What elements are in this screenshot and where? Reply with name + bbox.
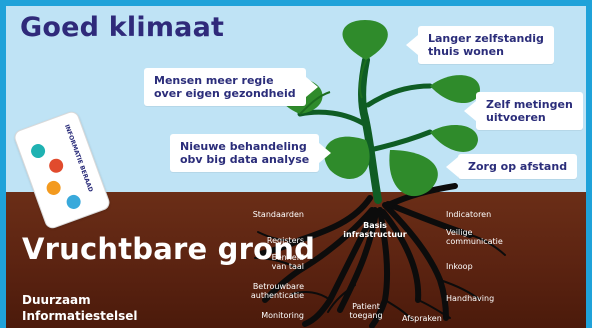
- label-betrouwbare-line2: authenticatie: [250, 291, 304, 300]
- bubble-metingen: Zelf metingen uitvoeren: [476, 92, 583, 130]
- label-inkoop: Inkoop: [446, 262, 473, 271]
- vruchtbare-grond-title: Vruchtbare grond: [22, 232, 316, 266]
- label-registers: Registers: [266, 236, 304, 245]
- label-patient-line1: Patient: [352, 302, 380, 311]
- card-icon-teal: [29, 142, 48, 161]
- bubble-zelfstandig: Langer zelfstandig thuis wonen: [418, 26, 554, 64]
- bubble-regie-line2: over eigen gezondheid: [154, 87, 296, 100]
- page-title: Goed klimaat: [20, 12, 225, 43]
- bubble-big-data: Nieuwe behandeling obv big data analyse: [170, 134, 320, 172]
- label-eenheid-van-taal: Eenheid van taal: [248, 253, 304, 271]
- basis-infrastructuur: Basis infrastructuur: [340, 221, 410, 239]
- label-monitoring: Monitoring: [261, 311, 304, 320]
- frame-top: [0, 0, 592, 6]
- bubble-zelfstandig-line2: thuis wonen: [428, 45, 504, 58]
- card-icon-red: [47, 156, 66, 175]
- soil-background: [0, 192, 592, 328]
- bubble-metingen-line2: uitvoeren: [486, 111, 546, 124]
- label-veilige-line1: Veilige: [446, 228, 473, 237]
- bubble-zelfstandig-line1: Langer zelfstandig: [428, 32, 544, 45]
- label-eenheid-line1: Eenheid: [271, 253, 304, 262]
- card-title-line1: INFORMATIE: [63, 123, 84, 166]
- vruchtbare-grond-subtitle: Duurzaam Informatiestelsel: [22, 292, 138, 324]
- label-indicatoren: Indicatoren: [446, 210, 492, 219]
- bubble-regie: Mensen meer regie over eigen gezondheid: [144, 68, 306, 106]
- label-eenheid-line2: van taal: [271, 262, 304, 271]
- label-handhaving: Handhaving: [446, 294, 495, 303]
- card-icon-orange: [44, 178, 63, 197]
- frame-right: [586, 0, 592, 328]
- label-betrouwbare-line1: Betrouwbare: [252, 282, 304, 291]
- label-veilige-communicatie: Veilige communicatie: [446, 228, 503, 246]
- root-fibers: [254, 231, 506, 321]
- bubble-zorg-op-afstand: Zorg op afstand: [458, 154, 578, 179]
- label-veilige-line2: communicatie: [446, 237, 503, 246]
- basis-line1: Basis: [363, 221, 387, 230]
- card-title-line2: BERAAD: [77, 164, 94, 194]
- label-betrouwbare-authenticatie: Betrouwbare authenticatie: [244, 282, 304, 300]
- subtitle-line2: Informatiestelsel: [22, 309, 138, 323]
- label-patient-line2: toegang: [349, 311, 383, 320]
- bubble-big-data-line2: obv big data analyse: [180, 153, 310, 166]
- bubble-regie-line1: Mensen meer regie: [154, 74, 274, 87]
- plant-stem: [358, 56, 382, 204]
- bubble-metingen-line1: Zelf metingen: [486, 98, 573, 111]
- bubble-big-data-line1: Nieuwe behandeling: [180, 140, 307, 153]
- basis-line2: infrastructuur: [343, 230, 407, 239]
- label-afspraken: Afspraken: [402, 314, 442, 323]
- label-patient-toegang: Patient toegang: [346, 302, 386, 320]
- label-standaarden: Standaarden: [252, 210, 304, 219]
- subtitle-line1: Duurzaam: [22, 293, 91, 307]
- frame-left: [0, 0, 6, 328]
- card-icon-blue: [64, 192, 83, 211]
